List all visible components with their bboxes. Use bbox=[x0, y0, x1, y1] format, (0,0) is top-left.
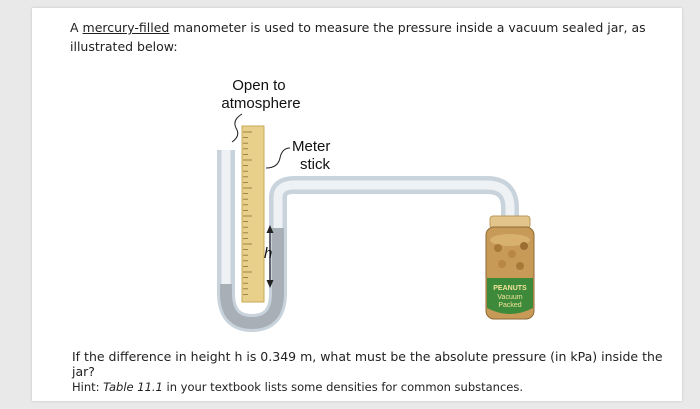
followup-question: If the difference in height h is 0.349 m… bbox=[72, 349, 663, 379]
meter-pointer-line bbox=[265, 147, 291, 169]
question-card: A mercury-filled manometer is used to me… bbox=[32, 8, 682, 401]
mercury-column bbox=[220, 228, 284, 330]
jar-label-packed: Packed bbox=[498, 302, 521, 309]
mercury-link[interactable]: mercury-filled bbox=[82, 20, 170, 35]
meter-stick-label: Meter stick bbox=[292, 138, 335, 173]
meter-stick-ticks bbox=[243, 131, 252, 295]
open-pointer-line bbox=[231, 113, 243, 143]
manometer-figure: h Open to atmosphere Meter stick PEANUTS… bbox=[217, 77, 535, 333]
peanut-jar: PEANUTS Vacuum Packed bbox=[485, 215, 535, 320]
jar-label-peanuts: PEANUTS bbox=[493, 285, 527, 292]
question-text: A mercury-filled manometer is used to me… bbox=[70, 20, 646, 54]
glass-tube bbox=[217, 150, 519, 333]
h-label: h bbox=[264, 245, 272, 262]
open-atmosphere-label: Open to atmosphere bbox=[221, 77, 300, 112]
meter-stick bbox=[241, 125, 265, 303]
jar-label-vacuum: Vacuum bbox=[497, 294, 522, 301]
hint-text: Hint: Table 11.1 in your textbook lists … bbox=[72, 380, 524, 394]
